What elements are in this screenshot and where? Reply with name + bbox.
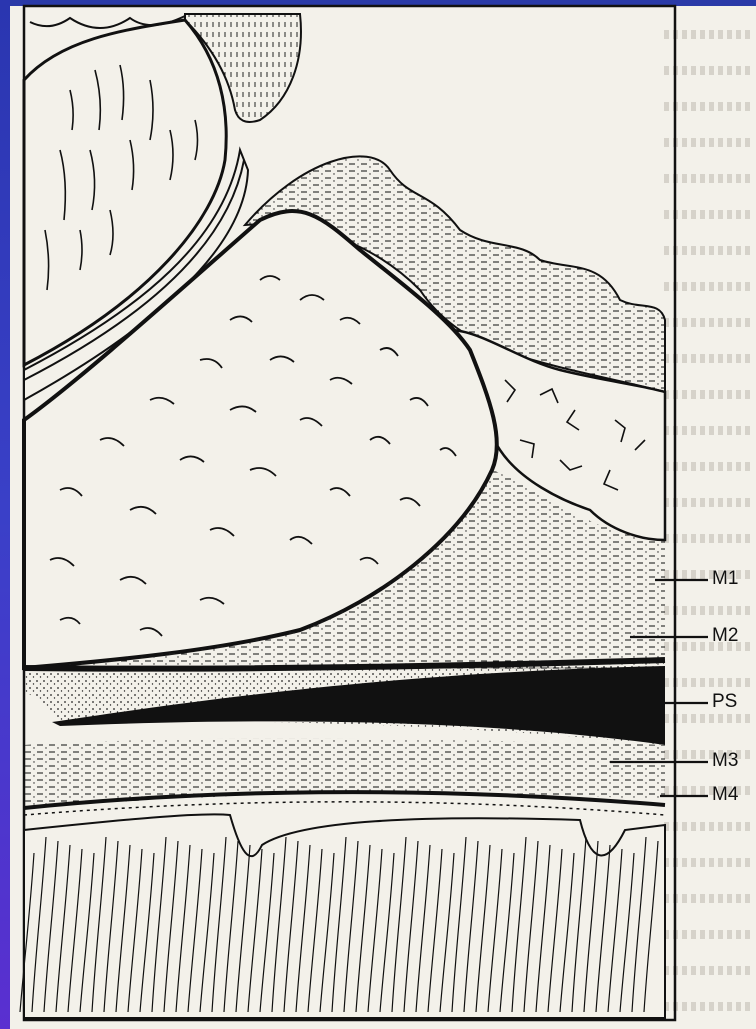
label-m2: M2 (712, 625, 738, 647)
bottom-striated-layer (20, 814, 665, 1018)
label-m1: M1 (712, 568, 738, 590)
label-m3: M3 (712, 750, 738, 772)
label-m4: M4 (712, 784, 738, 806)
label-ps: PS (712, 691, 737, 713)
